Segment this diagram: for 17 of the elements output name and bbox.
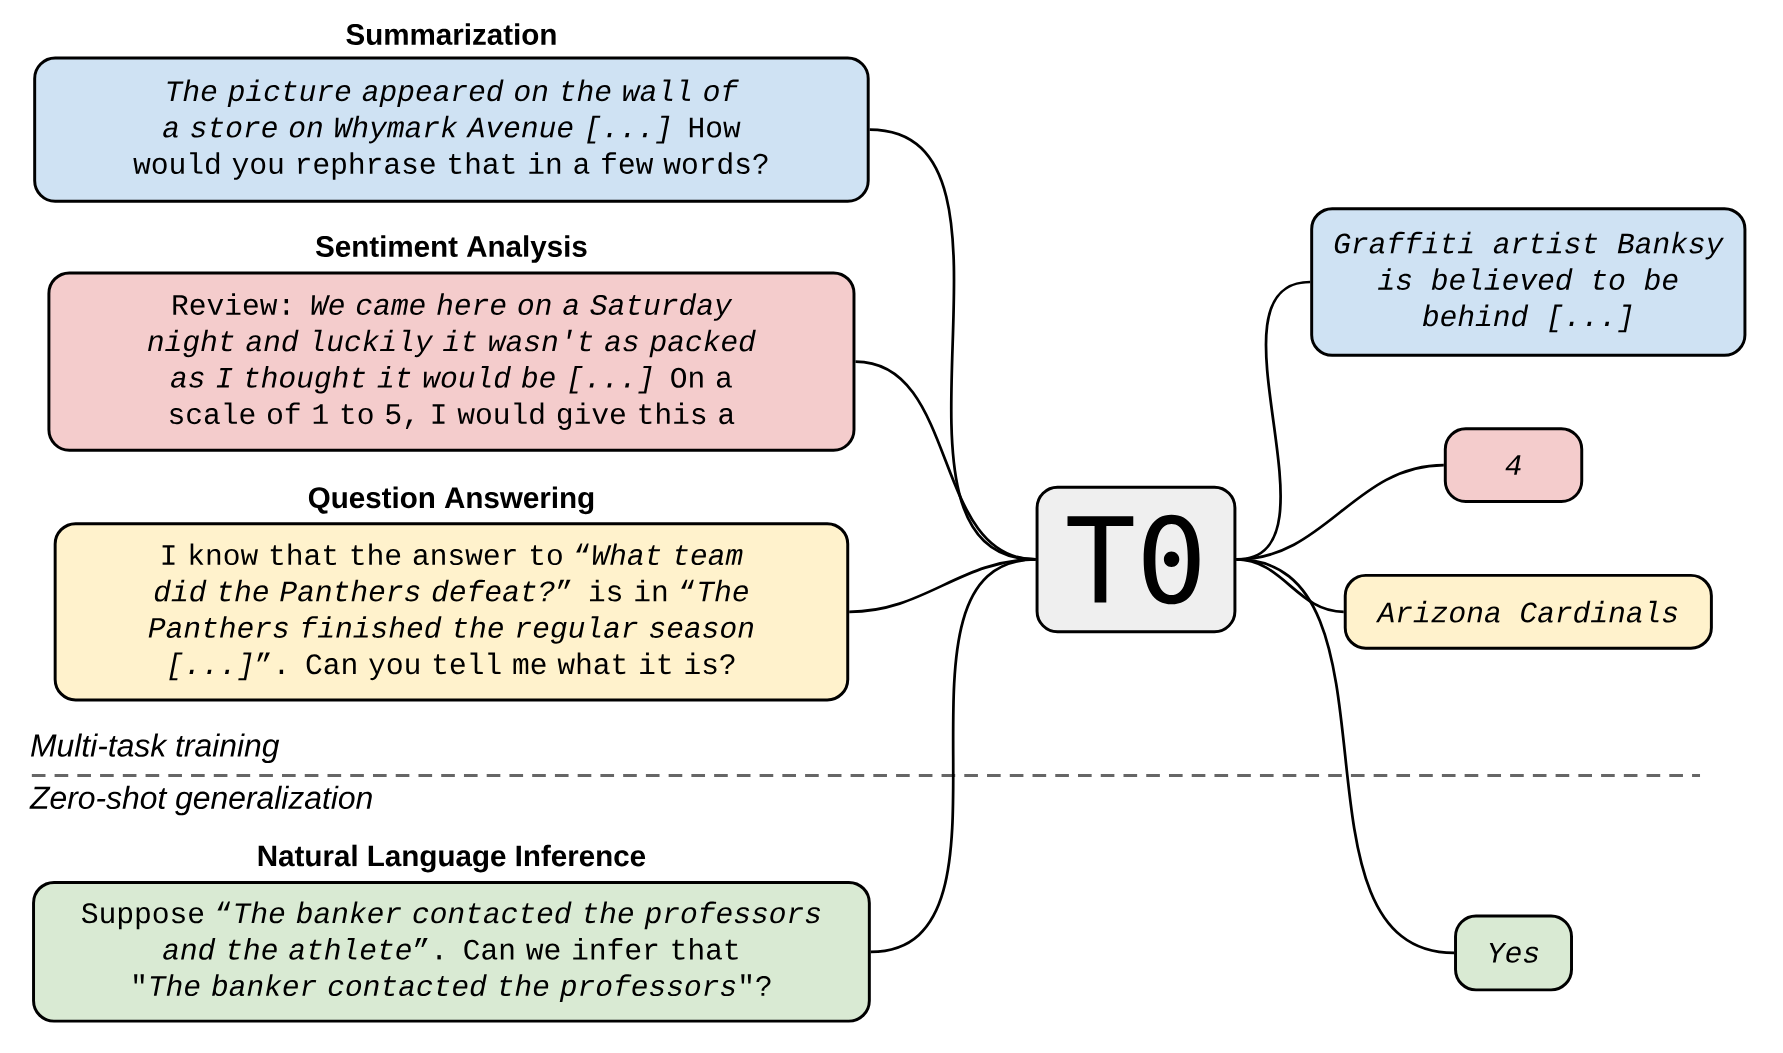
connector-curve <box>870 558 1036 954</box>
prompt-box: Suppose “The banker contacted the professors and the athlete”. Can we infer that "The banker contacted the professors"? <box>32 880 871 1023</box>
answer-box: Arizona Cardinals <box>1343 573 1713 650</box>
section-label: Multi-task training <box>31 733 280 764</box>
connector-curve <box>1236 558 1455 955</box>
answer-box: 4 <box>1443 427 1584 503</box>
prompt-box: I know that the answer to “What team did the Panthers defeat?” is in “The Panthers finished the regular season [...]”. Can you tell me what it is? <box>53 522 850 702</box>
task-heading: Natural Language Inference <box>258 844 646 873</box>
model-box: T0 <box>1035 485 1237 634</box>
task-heading: Question Answering <box>308 486 594 515</box>
prompt-box: Review: We came here on a Saturday night and luckily it wasn't as packed as I thought it would be [...] On a scale of 1 to 5, I would give this a <box>47 271 856 452</box>
section-label: Zero-shot generalization <box>29 785 372 816</box>
task-heading: Summarization <box>346 23 556 45</box>
prompt-box: The picture appeared on the wall of a store on Whymark Avenue [...] How would you rephrase that in a few words? <box>33 56 870 203</box>
answer-box: Yes <box>1454 914 1573 992</box>
answer-box: Graffiti artist Banksy is believed to be behind [...] <box>1310 207 1747 357</box>
task-heading: Sentiment Analysis <box>315 235 587 263</box>
